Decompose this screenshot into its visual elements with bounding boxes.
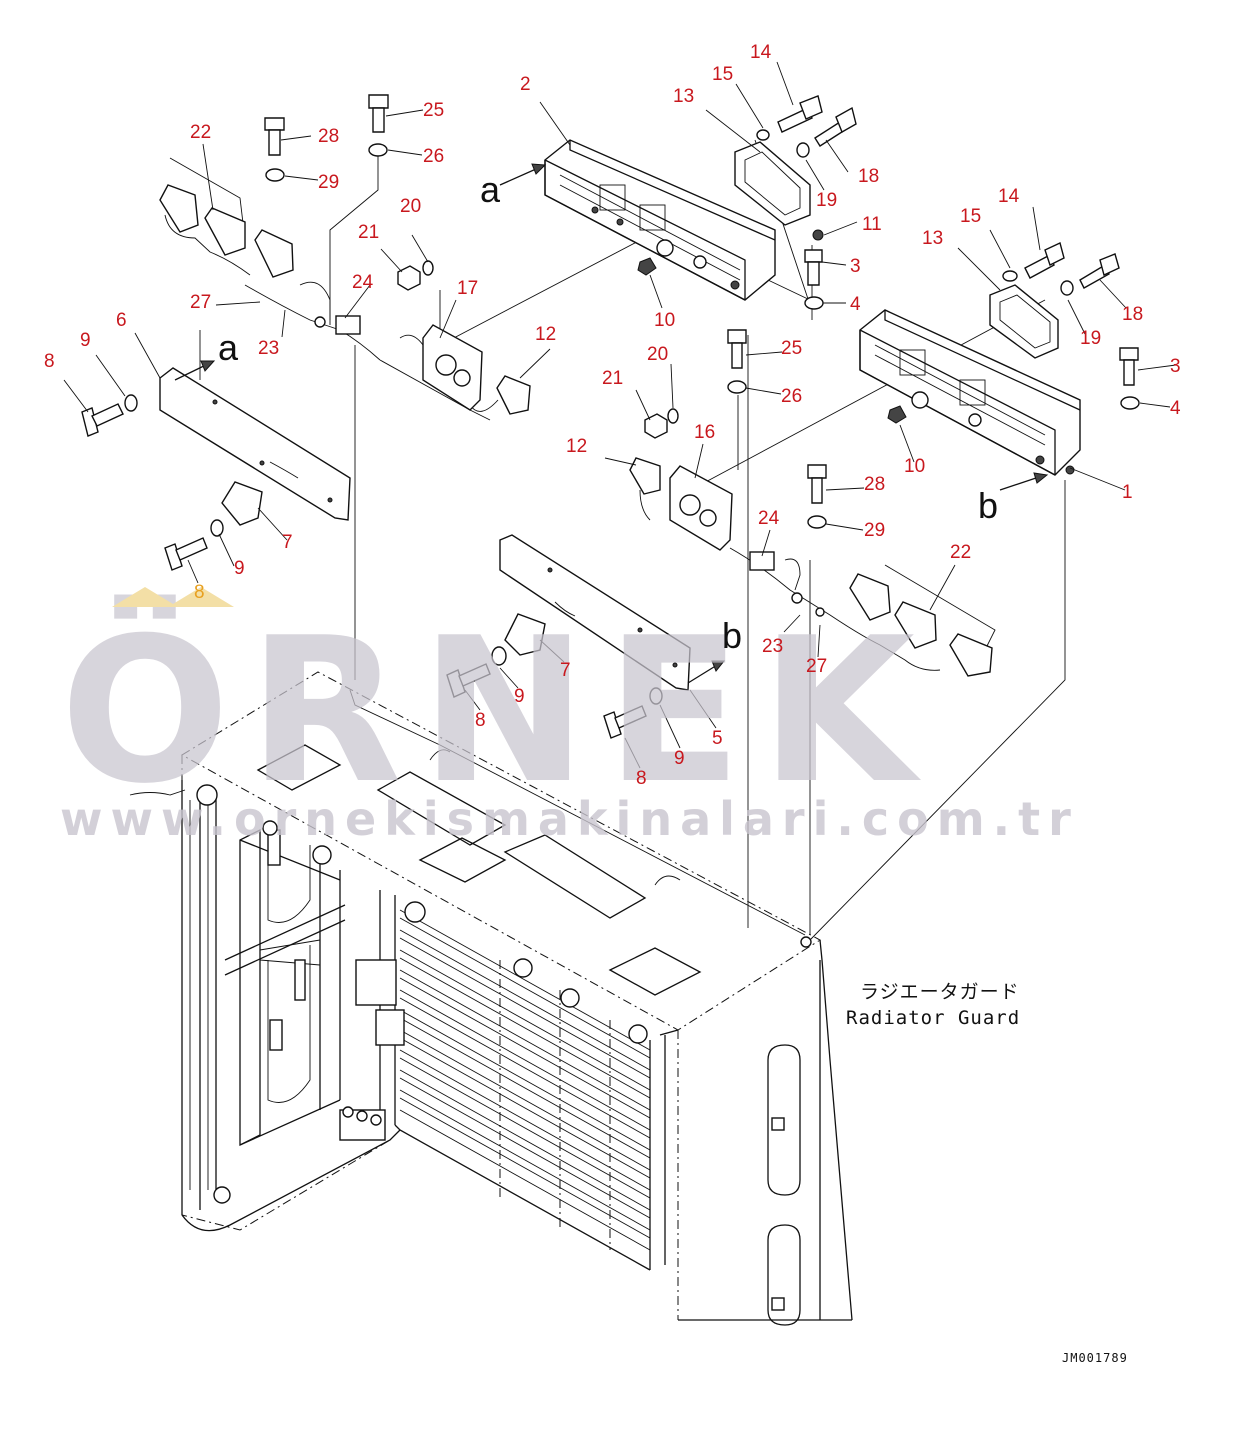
callout-27: 27 (190, 292, 211, 313)
callout-13: 13 (673, 86, 694, 107)
callout-13: 13 (922, 228, 943, 249)
bracket-7 (221, 481, 546, 656)
callout-23: 23 (762, 636, 783, 657)
note-english: Radiator Guard (846, 1007, 1020, 1029)
note-japanese: ラジエータガード (860, 981, 1020, 1003)
switch-panel-16 (669, 465, 733, 551)
callout-24: 24 (758, 508, 780, 529)
callout-8: 8 (194, 582, 205, 603)
callout-14: 14 (750, 42, 772, 63)
reference-letter-a-top: a (480, 169, 501, 210)
callout-9: 9 (80, 330, 91, 351)
callout-26: 26 (423, 146, 444, 167)
reference-arrows (174, 163, 1049, 684)
callout-18: 18 (1122, 304, 1143, 325)
cover-plate-5 (499, 534, 691, 691)
callout-20: 20 (400, 196, 421, 217)
callout-4: 4 (1170, 398, 1181, 419)
callout-21: 21 (358, 222, 379, 243)
callout-1: 1 (1122, 482, 1133, 503)
callout-9: 9 (234, 558, 245, 579)
callout-16: 16 (694, 422, 715, 443)
callout-7: 7 (560, 660, 571, 681)
cover-plate-6 (159, 367, 351, 521)
callout-22: 22 (190, 122, 211, 143)
callout-7: 7 (282, 532, 293, 553)
work-lamps-left (159, 157, 491, 421)
callout-11: 11 (862, 214, 882, 235)
watermark-url: www.ornekismakinalari.com.tr (60, 792, 1079, 846)
callout-15: 15 (712, 64, 733, 85)
callout-28: 28 (318, 126, 339, 147)
callout-leaders (63, 61, 1177, 769)
callout-2: 2 (520, 74, 531, 95)
drawing-code: JM001789 (1062, 1351, 1128, 1365)
callout-15: 15 (960, 206, 981, 227)
callout-8: 8 (44, 351, 55, 372)
callout-12: 12 (566, 436, 587, 457)
callout-6: 6 (116, 310, 127, 331)
watermark-brand: ÖRNEK (60, 594, 933, 828)
callout-18: 18 (858, 166, 879, 187)
grille-louvers (379, 890, 666, 1271)
callout-29: 29 (864, 520, 885, 541)
callout-19: 19 (816, 190, 837, 211)
callout-10: 10 (654, 310, 675, 331)
callout-27: 27 (806, 656, 827, 677)
leader-lines (199, 139, 1066, 941)
lamp-housing-2 (544, 139, 776, 301)
callout-19: 19 (1080, 328, 1101, 349)
callout-5: 5 (712, 728, 723, 749)
callout-8: 8 (636, 768, 647, 789)
callout-3: 3 (850, 256, 861, 277)
callout-20: 20 (647, 344, 668, 365)
work-lamps-right (729, 547, 996, 677)
connector-12-right (629, 457, 661, 521)
callout-9: 9 (674, 748, 685, 769)
watermark: ÖRNEK www.ornekismakinalari.com.tr (60, 587, 1079, 846)
callout-26: 26 (781, 386, 802, 407)
callout-17: 17 (457, 278, 478, 299)
callout-22: 22 (950, 542, 971, 563)
connector-12-left (469, 375, 531, 415)
reference-letter-b-mid: b (722, 615, 742, 656)
callout-29: 29 (318, 172, 339, 193)
callout-14: 14 (998, 186, 1020, 207)
lamp-housing-1 (859, 309, 1081, 476)
callout-8: 8 (475, 710, 486, 731)
callout-23: 23 (258, 338, 279, 359)
gasket-13-upper-right (989, 284, 1059, 359)
callout-labels: 14 15 13 2 18 19 11 3 4 10 25 26 28 29 2… (44, 42, 1181, 789)
fasteners (81, 94, 1140, 739)
reference-letter-a-left: a (218, 327, 239, 368)
callout-3: 3 (1170, 356, 1181, 377)
callout-25: 25 (423, 100, 444, 121)
reference-letter-b-right: b (978, 485, 998, 526)
callout-25: 25 (781, 338, 802, 359)
gasket-13-upper-left (734, 141, 811, 226)
callout-28: 28 (864, 474, 885, 495)
callout-9: 9 (514, 686, 525, 707)
callout-12: 12 (535, 324, 556, 345)
callout-24: 24 (352, 272, 374, 293)
callout-21: 21 (602, 368, 623, 389)
callout-10: 10 (904, 456, 925, 477)
switch-panel-17 (399, 324, 483, 411)
callout-4: 4 (850, 294, 861, 315)
radiator-guard-frame (129, 671, 853, 1326)
